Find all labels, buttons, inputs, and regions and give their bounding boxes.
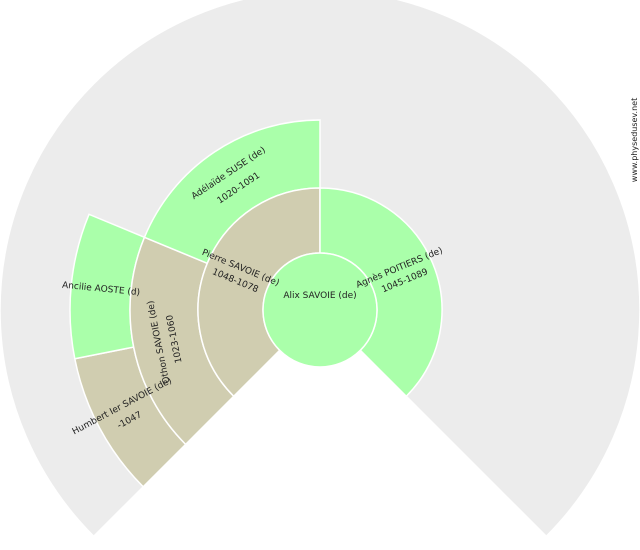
segment-root[interactable] (262, 252, 378, 368)
root-name: Alix SAVOIE (de) (283, 291, 356, 301)
watermark-text: www.physedusev.net (630, 98, 639, 182)
